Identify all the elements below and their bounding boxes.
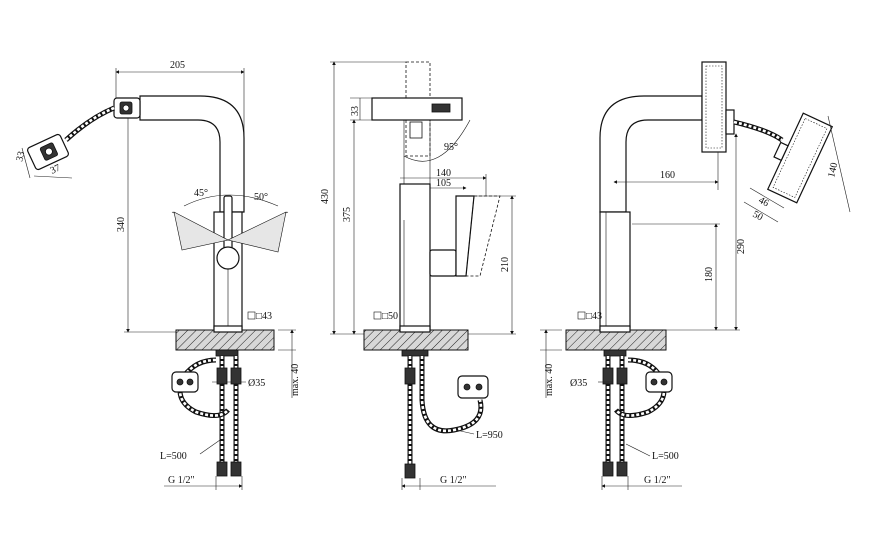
left-hose-len: L=500 xyxy=(160,451,187,462)
left-angle-right: 50° xyxy=(254,192,268,203)
mid-head-h: 33 xyxy=(350,106,361,116)
mid-dim-105: 105 xyxy=(436,178,451,189)
right-view: 140 46 50 160 290 180 □43 max. 40 xyxy=(540,61,851,490)
left-base: □43 xyxy=(256,311,272,322)
right-thread: G 1/2" xyxy=(644,475,671,486)
mid-dim-total: 430 xyxy=(320,189,331,204)
right-spray-50: 50 xyxy=(751,209,765,223)
left-dim-height: 340 xyxy=(116,217,127,232)
right-dim-290: 290 xyxy=(736,239,747,254)
mid-thread: G 1/2" xyxy=(440,475,467,486)
mid-angle: 95° xyxy=(444,142,458,153)
left-angle-left: 45° xyxy=(194,188,208,199)
right-dim-180: 180 xyxy=(704,267,715,282)
right-hose-len: L=500 xyxy=(652,451,679,462)
mid-hose-len: L=950 xyxy=(476,430,503,441)
mid-dim-top: 375 xyxy=(342,207,353,222)
left-head-w: 33 xyxy=(14,150,27,163)
right-base: □43 xyxy=(586,311,602,322)
right-nut: Ø35 xyxy=(570,378,587,389)
mid-dim-140: 140 xyxy=(436,168,451,179)
left-nut: Ø35 xyxy=(248,378,265,389)
mid-base: □50 xyxy=(382,311,398,322)
left-view: 205 340 33 37 xyxy=(14,60,301,490)
middle-view: 430 375 33 95° 140 105 xyxy=(320,61,516,490)
left-thread: G 1/2" xyxy=(168,475,195,486)
left-deck-max: max. 40 xyxy=(290,364,301,396)
left-dim-width: 205 xyxy=(170,60,185,71)
right-deck-max: max. 40 xyxy=(544,364,555,396)
right-dim-160: 160 xyxy=(660,170,675,181)
right-spray-140: 140 xyxy=(826,162,840,179)
left-head-h: 37 xyxy=(49,163,63,177)
right-spray-46: 46 xyxy=(757,195,771,209)
mid-dim-210: 210 xyxy=(500,257,511,272)
